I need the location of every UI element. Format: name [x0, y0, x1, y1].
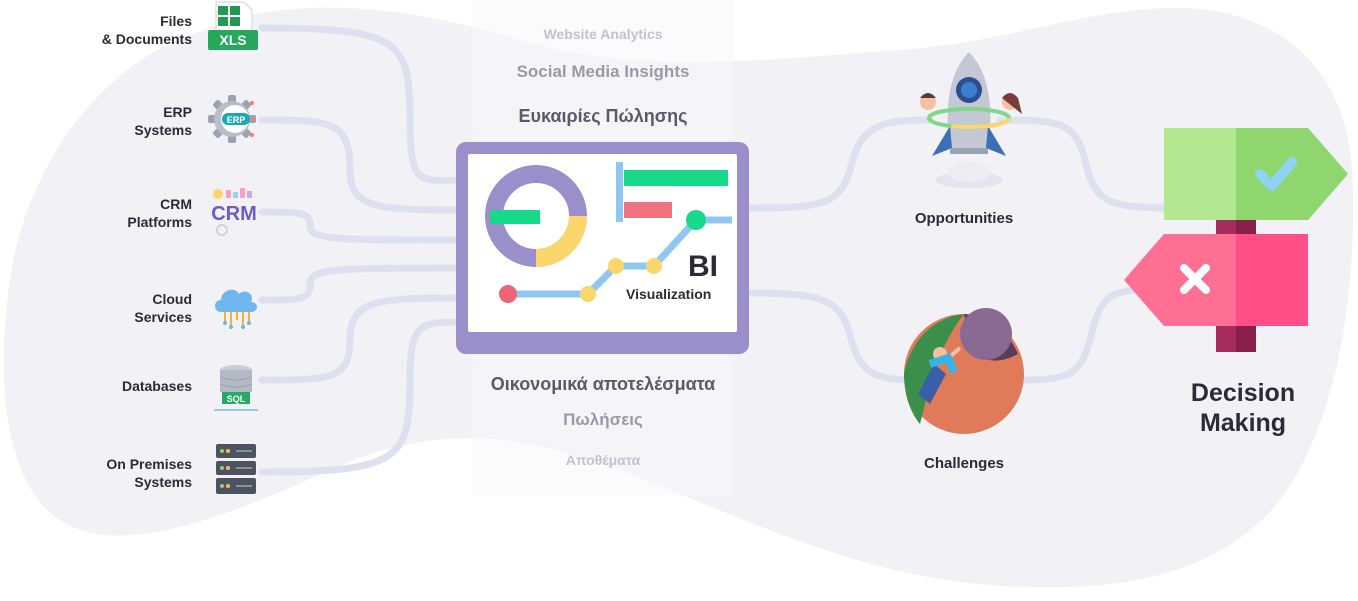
- source-label-premises: On Premises Systems: [106, 456, 192, 490]
- bi-dashboard-graphic: [485, 162, 732, 303]
- floating-text-sales: Πωλήσεις: [563, 410, 643, 429]
- floating-text-website-analytics: Website Analytics: [543, 26, 663, 42]
- rocket-icon: [920, 52, 1022, 188]
- xls-icon-text: XLS: [219, 32, 246, 48]
- opportunities-label: Opportunities: [914, 210, 1014, 227]
- floating-text-social-media: Social Media Insights: [516, 62, 690, 81]
- connector-cloud: [258, 264, 474, 304]
- xls-file-icon: XLS: [208, 1, 258, 50]
- source-label-cloud: Cloud Services: [134, 291, 192, 325]
- connector-challenges: [744, 289, 924, 384]
- bi-monitor: [456, 142, 749, 354]
- erp-icon-text: ERP: [227, 115, 246, 125]
- connector-opportunities: [744, 116, 934, 212]
- sql-database-icon: SQL: [214, 365, 258, 411]
- challenges-label: Challenges: [923, 455, 1005, 472]
- server-rack-icon: [216, 444, 256, 494]
- bi-title: BI: [688, 250, 718, 283]
- source-label-files: Files & Documents: [101, 13, 192, 47]
- source-label-crm: CRM Platforms: [127, 196, 192, 230]
- connector-erp: [258, 116, 474, 214]
- cross-icon: [1180, 264, 1210, 294]
- cloud-icon: [215, 289, 257, 329]
- crm-icon: CRM: [211, 188, 257, 236]
- decision-signpost-icon: [1124, 128, 1348, 352]
- connector-red-sign: [1016, 286, 1154, 384]
- source-label-erp: ERP Systems: [134, 104, 192, 138]
- erp-gear-icon: ERP: [208, 95, 256, 143]
- connector-premises: [258, 318, 474, 476]
- crm-icon-text: CRM: [211, 203, 257, 225]
- checkmark-icon: [1255, 157, 1297, 191]
- floating-text-financial-results: Οικονομικά αποτελέσματα: [490, 374, 716, 394]
- sql-icon-text: SQL: [227, 394, 246, 404]
- decision-making-label: Decision Making: [1190, 379, 1296, 437]
- floating-text-sales-opportunities: Ευκαιρίες Πώλησης: [518, 106, 688, 126]
- bi-screen: [468, 154, 737, 332]
- floating-text-inventory: Αποθέματα: [565, 452, 641, 468]
- connector-green-sign: [996, 116, 1184, 212]
- climber-icon: [904, 308, 1024, 434]
- bi-subtitle: Visualization: [626, 286, 712, 302]
- connector-db: [258, 294, 474, 384]
- connector-files: [258, 24, 474, 184]
- connector-crm: [258, 208, 474, 244]
- source-label-databases: Databases: [121, 378, 192, 394]
